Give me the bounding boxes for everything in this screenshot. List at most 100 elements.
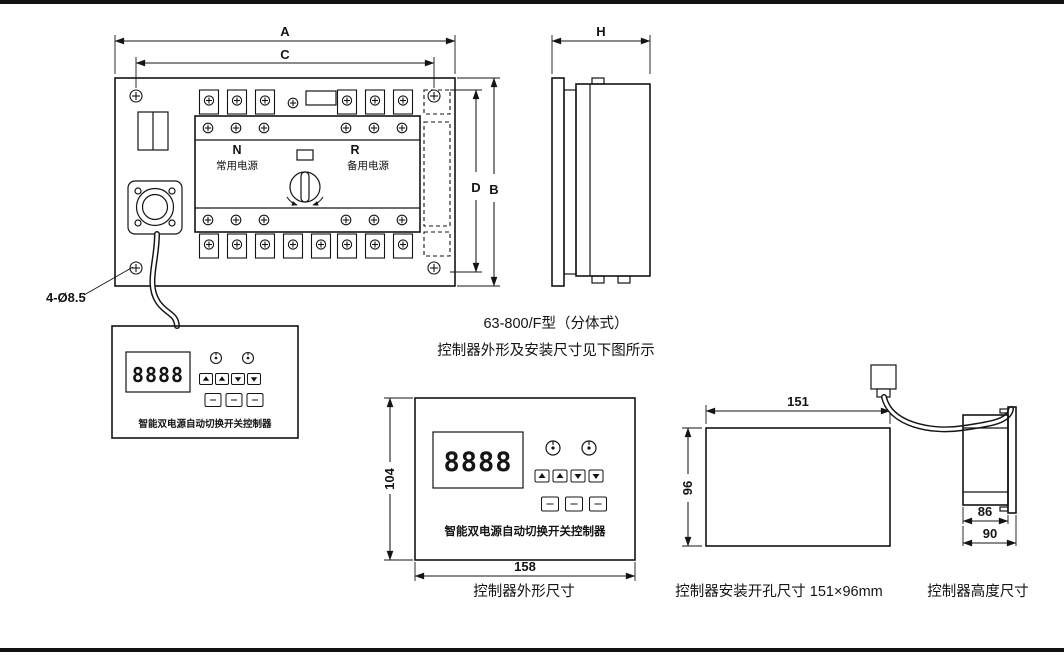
function-button-icon[interactable] <box>541 496 559 512</box>
remote-button-row-1[interactable] <box>199 373 261 385</box>
dimension-a: A <box>114 24 456 74</box>
up-button-icon[interactable] <box>534 469 550 483</box>
dim-h-label: H <box>596 24 605 39</box>
dim-104-label: 104 <box>382 467 397 489</box>
indicator-lamp-icon <box>209 351 223 365</box>
dimension-h: H <box>551 24 651 74</box>
switch-body: N 常用电源 R 备用电源 <box>194 115 421 233</box>
body-screws-bottom <box>202 214 408 226</box>
controller-button-row-1[interactable] <box>534 469 604 483</box>
up-button-icon[interactable] <box>552 469 568 483</box>
dimension-151: 151 <box>705 394 891 424</box>
cable-plug <box>870 364 897 398</box>
body-screws-top <box>202 122 408 134</box>
dim-d-label: D <box>471 180 480 195</box>
height-view-caption: 控制器高度尺寸 <box>927 583 1029 600</box>
dim-158-label: 158 <box>514 559 536 574</box>
controller-indicator-lamps <box>545 440 597 456</box>
side-body <box>575 83 651 277</box>
controller-cable-2 <box>881 394 1014 433</box>
side-mounting-plate <box>551 77 565 287</box>
holes-label: 4-Ø8.5 <box>46 290 86 305</box>
dimension-b: B <box>457 77 500 287</box>
handle-aperture <box>137 111 169 151</box>
rotary-handle[interactable] <box>286 149 324 206</box>
normal-source-label: 常用电源 <box>216 159 258 172</box>
dimension-86: 86 <box>962 504 1009 525</box>
top-border-rule <box>0 0 1064 4</box>
bottom-terminal-row <box>198 233 414 259</box>
top-terminal-row <box>198 89 414 115</box>
controller-cable <box>149 231 180 329</box>
remote-controller-label: 智能双电源自动切换开关控制器 <box>138 418 272 430</box>
indicator-lamp-icon <box>581 440 597 456</box>
dim-86-label: 86 <box>978 504 992 519</box>
dim-c-label: C <box>280 47 290 62</box>
remote-controller-housing <box>111 325 299 439</box>
dimension-158: 158 <box>414 559 636 581</box>
dim-a-label: A <box>280 24 290 39</box>
hatched-block <box>305 90 337 106</box>
indicator-lamp-icon <box>545 440 561 456</box>
up-button-icon[interactable] <box>199 373 213 385</box>
normal-source-letter: N <box>232 143 241 157</box>
switch-front-view: A C <box>46 24 500 329</box>
dimension-96: 96 <box>680 427 702 547</box>
dim-96-label: 96 <box>680 481 695 495</box>
dimension-104: 104 <box>382 397 413 561</box>
controller-front-flange <box>1007 406 1017 514</box>
note-text: 63-800/F型（分体式） 控制器外形及安装尺寸见下图所示 <box>437 315 655 359</box>
function-button-icon[interactable] <box>565 496 583 512</box>
dim-90-label: 90 <box>983 526 997 541</box>
cutout-rectangle <box>705 427 891 547</box>
side-bottom-tab-1 <box>591 275 605 284</box>
bottom-border-rule <box>0 648 1064 652</box>
remote-display-frame <box>125 351 191 393</box>
controller-front-caption: 控制器外形尺寸 <box>473 583 575 600</box>
controller-display-frame <box>432 431 524 489</box>
dimension-90: 90 <box>962 515 1017 547</box>
function-button-icon[interactable] <box>225 393 243 407</box>
indicator-lamp-icon <box>241 351 255 365</box>
controller-button-row-2[interactable] <box>541 496 607 512</box>
controller-housing <box>414 397 636 561</box>
side-bottom-tab-2 <box>617 275 631 284</box>
flange-screw-bottom <box>999 506 1009 512</box>
remote-display-digits: 8888 <box>132 363 184 387</box>
controller-label: 智能双电源自动切换开关控制器 <box>445 524 606 538</box>
cable-flange <box>127 180 183 235</box>
reserve-source-letter: R <box>350 143 359 157</box>
function-button-icon[interactable] <box>589 496 607 512</box>
down-button-icon[interactable] <box>231 373 245 385</box>
remote-button-row-2[interactable] <box>204 393 264 407</box>
dim-151-label: 151 <box>787 394 809 409</box>
dim-b-label: B <box>489 182 498 197</box>
up-button-icon[interactable] <box>215 373 229 385</box>
remote-controller-unit: 8888 智能双电源自动切换开关控制器 <box>111 325 299 439</box>
controller-front-view: 8888 智能双电源自动切换开关控制器 104 <box>382 397 636 600</box>
down-button-icon[interactable] <box>247 373 261 385</box>
side-top-tab <box>591 77 605 85</box>
controller-display-digits: 8888 <box>443 447 512 478</box>
switch-mounting-plate <box>114 77 456 287</box>
plug-body-icon <box>870 364 897 390</box>
reserve-source-label: 备用电源 <box>347 159 389 172</box>
switch-side-view: H <box>551 24 651 287</box>
flange-screw-top <box>999 408 1009 414</box>
down-button-icon[interactable] <box>588 469 604 483</box>
note-line-2: 控制器外形及安装尺寸见下图所示 <box>437 342 655 359</box>
cutout-caption: 控制器安装开孔尺寸 151×96mm <box>675 583 882 600</box>
optional-pole-dashed <box>423 89 451 257</box>
cutout-view: 151 96 控制器安装开孔尺寸 151×96mm <box>675 394 891 600</box>
side-neck <box>563 89 577 275</box>
dimension-d: D <box>450 89 482 273</box>
down-button-icon[interactable] <box>570 469 586 483</box>
function-button-icon[interactable] <box>204 393 222 407</box>
note-line-1: 63-800/F型（分体式） <box>483 315 628 332</box>
mounting-hole-callout: 4-Ø8.5 <box>46 266 134 305</box>
function-button-icon[interactable] <box>246 393 264 407</box>
controller-height-view: 86 90 控制器高度尺寸 <box>870 364 1029 600</box>
dimension-c: C <box>135 47 435 88</box>
